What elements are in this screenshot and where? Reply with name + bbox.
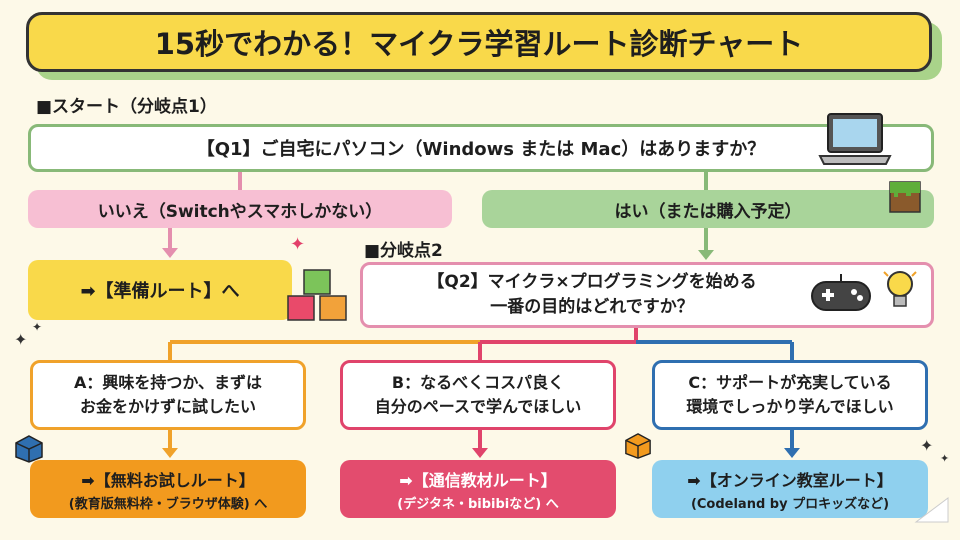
route-online-class-detail: (Codeland by プロキッズなど) xyxy=(690,496,890,512)
sparkle-icon: ✦ xyxy=(940,452,950,465)
gamepad-icon xyxy=(811,274,871,311)
lightbulb-icon xyxy=(883,271,917,307)
question-1-text: 【Q1】ご自宅にパソコン（Windows または Mac）はありますか？ xyxy=(196,139,766,160)
route-online-class-name: ➡【オンライン教室ルート】 xyxy=(687,470,893,490)
answer-yes: はい（または購入予定） xyxy=(482,190,934,228)
question-2-line1: 【Q2】マイクラ×プログラミングを始める xyxy=(427,272,757,293)
route-correspondence-name: ➡【通信教材ルート】 xyxy=(399,470,557,490)
option-a-line2: お金をかけずに試したい xyxy=(79,397,256,416)
route-correspondence-detail: (デジタネ・bibibiなど) へ xyxy=(397,496,559,512)
prep-route-box: ➡【準備ルート】へ xyxy=(28,260,292,320)
route-free-trial: ➡【無料お試しルート】 (教育版無料枠・ブラウザ体験) へ xyxy=(30,460,306,518)
option-b-line2: 自分のペースで学んでほしい xyxy=(374,397,582,416)
grass-block-icon xyxy=(889,181,921,213)
cube-icon xyxy=(625,433,651,459)
question-1: 【Q1】ご自宅にパソコン（Windows または Mac）はありますか？ xyxy=(28,124,934,172)
cube-icon xyxy=(15,435,43,463)
option-c-line1: C：サポートが充実している xyxy=(688,373,892,392)
option-a-line1: A：興味を持つか、まずは xyxy=(73,373,263,392)
page-title: 15秒でわかる！マイクラ学習ルート診断チャート xyxy=(26,12,932,72)
route-correspondence: ➡【通信教材ルート】 (デジタネ・bibibiなど) へ xyxy=(340,460,616,518)
sparkle-icon: ✦ xyxy=(920,436,934,455)
option-b-line1: B：なるべくコスパ良く xyxy=(391,373,565,392)
answer-no: いいえ（Switchやスマホしかない） xyxy=(28,190,452,228)
option-c: C：サポートが充実している 環境でしっかり学んでほしい xyxy=(652,360,928,430)
route-online-class: ➡【オンライン教室ルート】 (Codeland by プロキッズなど) xyxy=(652,460,928,518)
page-curl-decoration xyxy=(914,497,949,523)
option-a: A：興味を持つか、まずは お金をかけずに試したい xyxy=(30,360,306,430)
question-2: 【Q2】マイクラ×プログラミングを始める 一番の目的はどれですか？ xyxy=(360,262,934,328)
sparkle-icon: ✦ xyxy=(32,320,43,334)
cubes-icon xyxy=(287,269,347,321)
section-branch2: ■分岐点2 xyxy=(364,241,443,261)
option-b: B：なるべくコスパ良く 自分のペースで学んでほしい xyxy=(340,360,616,430)
option-c-line2: 環境でしっかり学んでほしい xyxy=(686,397,894,416)
question-2-line2: 一番の目的はどれですか？ xyxy=(490,297,694,317)
sparkle-icon: ✦ xyxy=(14,330,28,349)
section-start: ■スタート（分岐点1） xyxy=(36,97,217,117)
laptop-icon xyxy=(818,113,892,165)
route-free-trial-name: ➡【無料お試しルート】 xyxy=(81,470,255,490)
sparkle-icon: ✦ xyxy=(290,234,306,255)
route-free-trial-detail: (教育版無料枠・ブラウザ体験) へ xyxy=(68,496,268,512)
